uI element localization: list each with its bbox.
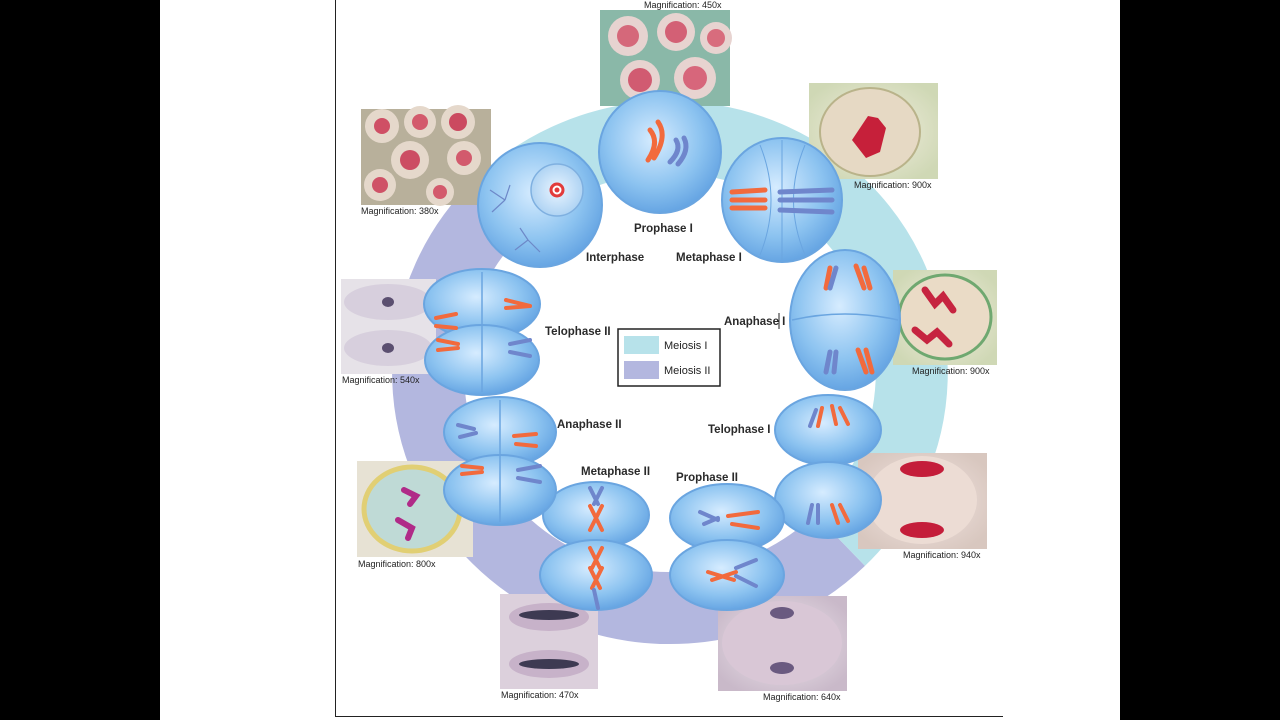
magnification-label-upper-left: Magnification: 380x — [361, 206, 439, 216]
frame-border-bottom — [335, 716, 1003, 717]
legend-swatch-meiosis-i — [624, 336, 659, 354]
micrograph-right — [893, 270, 997, 365]
magnification-label-top: Magnification: 450x — [644, 0, 722, 10]
phase-label-metaphase-i: Metaphase I — [676, 252, 742, 264]
cell-anaphase-i — [789, 249, 901, 391]
phase-label-metaphase-ii: Metaphase II — [581, 466, 650, 478]
micrograph-lower-right — [858, 453, 987, 549]
cell-prophase-i — [598, 90, 722, 214]
frame-border-left — [335, 0, 336, 717]
cell-metaphase-i — [721, 137, 843, 263]
micrograph-top — [600, 10, 732, 106]
cell-interphase — [477, 142, 603, 268]
phase-label-interphase: Interphase — [586, 252, 644, 264]
cell-prophase-ii — [669, 483, 785, 611]
legend: Meiosis I Meiosis II — [617, 328, 721, 387]
legend-label-meiosis-i: Meiosis I — [664, 340, 707, 352]
phase-label-telophase-ii: Telophase II — [545, 326, 611, 338]
micrograph-left — [341, 279, 436, 374]
magnification-label-bottom-right: Magnification: 640x — [763, 692, 841, 702]
phase-label-anaphase-i: Anaphase I — [724, 316, 785, 328]
cell-metaphase-ii — [539, 481, 653, 611]
phase-label-prophase-i: Prophase I — [634, 223, 693, 235]
magnification-label-right: Magnification: 900x — [912, 366, 990, 376]
magnification-label-lower-left: Magnification: 800x — [358, 559, 436, 569]
cell-anaphase-ii — [443, 396, 557, 526]
magnification-label-upper-right: Magnification: 900x — [854, 180, 932, 190]
magnification-label-left: Magnification: 540x — [342, 375, 420, 385]
phase-label-prophase-ii: Prophase II — [676, 472, 738, 484]
legend-swatch-meiosis-ii — [624, 361, 659, 379]
magnification-label-lower-right: Magnification: 940x — [903, 550, 981, 560]
phase-label-telophase-i: Telophase I — [708, 424, 770, 436]
micrograph-bottom-right — [718, 596, 847, 691]
magnification-label-bottom-left: Magnification: 470x — [501, 690, 579, 700]
legend-label-meiosis-ii: Meiosis II — [664, 365, 710, 377]
phase-label-anaphase-ii: Anaphase II — [557, 419, 622, 431]
micrograph-upper-left — [361, 105, 491, 206]
cell-telophase-ii — [423, 268, 541, 396]
